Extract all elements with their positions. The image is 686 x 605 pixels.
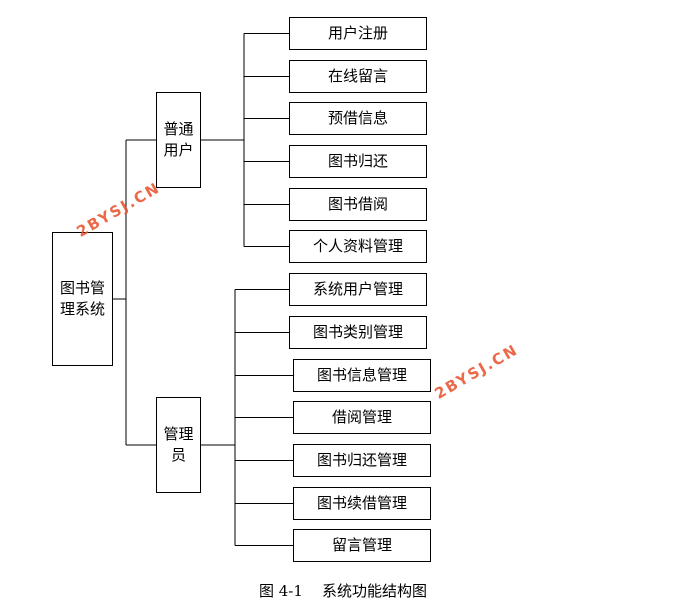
leaf-node-system-user-management: 系统用户管理 xyxy=(289,273,427,306)
leaf-node-user-registration: 用户注册 xyxy=(289,17,427,50)
figure-caption: 图 4-1 系统功能结构图 xyxy=(259,582,427,600)
leaf-node-book-return: 图书归还 xyxy=(289,145,427,178)
leaf-node-book-borrow: 图书借阅 xyxy=(289,188,427,221)
leaf-node-borrow-management: 借阅管理 xyxy=(293,401,431,434)
root-node-library-system: 图书管 理系统 xyxy=(52,232,113,366)
leaf-node-book-category-management: 图书类别管理 xyxy=(289,316,427,349)
leaf-node-book-info-management: 图书信息管理 xyxy=(293,359,431,392)
branch-node-administrator: 管理 员 xyxy=(156,397,201,493)
leaf-node-book-return-management: 图书归还管理 xyxy=(293,444,431,477)
leaf-node-online-message: 在线留言 xyxy=(289,60,427,93)
branch-node-regular-user: 普通 用户 xyxy=(156,92,201,188)
leaf-node-book-renew-management: 图书续借管理 xyxy=(293,487,431,520)
leaf-node-message-management: 留言管理 xyxy=(293,529,431,562)
leaf-node-personal-profile-management: 个人资料管理 xyxy=(289,230,427,263)
leaf-node-reservation-info: 预借信息 xyxy=(289,102,427,135)
